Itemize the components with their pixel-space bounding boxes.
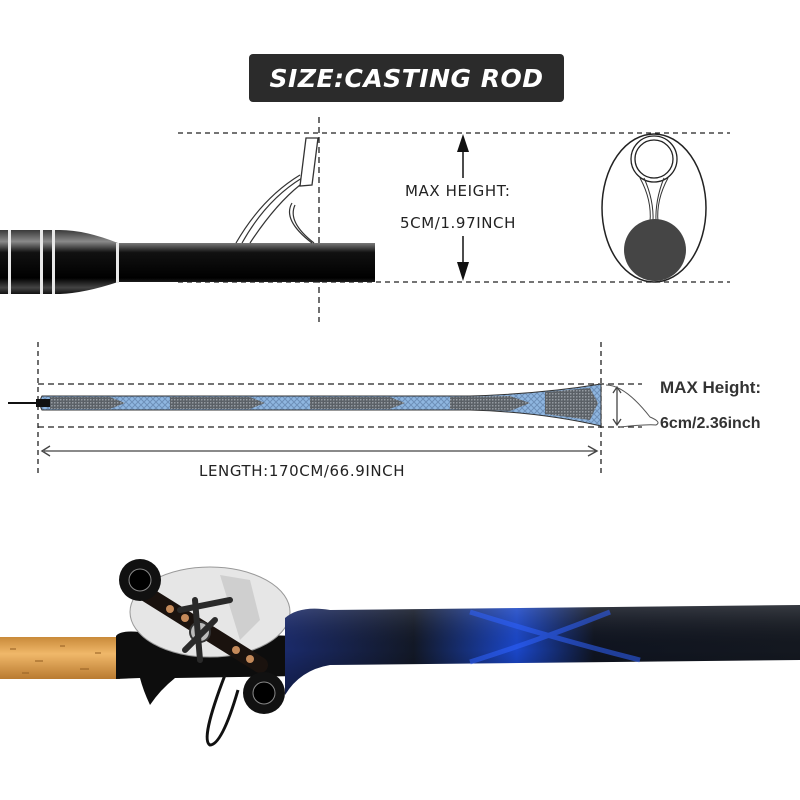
guide-ball [624, 219, 686, 281]
rod-ring [116, 243, 119, 283]
sleeve-max-height-label: MAX Height: [660, 378, 762, 397]
rod-height-diagram [0, 117, 730, 322]
star-drag [177, 597, 233, 663]
rod-max-height-label: MAX HEIGHT: [405, 182, 511, 200]
title-banner: SIZE:CASTING ROD [249, 54, 564, 102]
callout-line [605, 384, 659, 428]
rod-ring [40, 230, 43, 294]
arrow-down-icon [457, 262, 469, 281]
sleeve-length-label: LENGTH:170CM/66.9INCH [199, 462, 406, 480]
arrow-left-icon [40, 445, 51, 457]
sleeve-length-diagram [8, 342, 659, 475]
rod-ring [8, 230, 11, 294]
rod-max-height-value: 5CM/1.97INCH [400, 214, 517, 232]
guide-cross-section [601, 133, 707, 283]
arrow-up-icon [457, 134, 469, 152]
title-text: SIZE:CASTING ROD [269, 63, 544, 93]
cork-grip [0, 637, 120, 679]
product-photo [0, 559, 800, 747]
rod-body [0, 230, 375, 294]
sleeve-max-height-value: 6cm/2.36inch [660, 415, 761, 432]
rod-ring [52, 230, 55, 294]
line-guide [235, 137, 319, 244]
arrow-right-icon [587, 445, 599, 457]
